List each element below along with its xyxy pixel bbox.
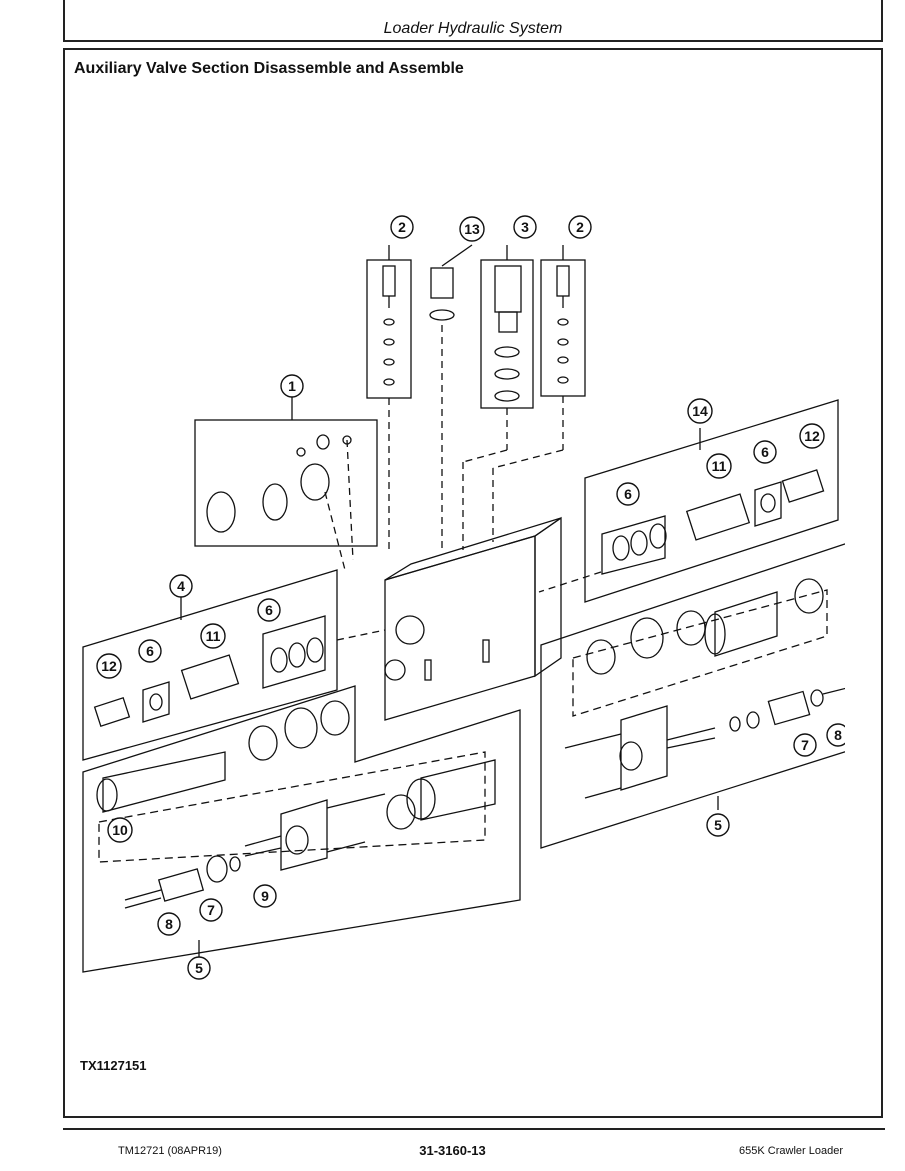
svg-text:11: 11 (712, 458, 727, 474)
part-box-5-right (540, 543, 845, 849)
svg-text:12: 12 (101, 658, 117, 674)
callout-6-left-box: 6 (257, 598, 281, 622)
svg-text:6: 6 (265, 602, 273, 618)
svg-text:14: 14 (692, 403, 708, 419)
svg-text:8: 8 (165, 916, 173, 932)
callout-11-right: 11 (706, 453, 732, 479)
svg-text:3: 3 (521, 219, 529, 235)
footer-product: 655K Crawler Loader (739, 1145, 843, 1157)
svg-text:8: 8 (834, 727, 842, 743)
callout-6-left: 6 (138, 639, 162, 663)
part-box-4 (82, 569, 338, 761)
figure-id: TX1127151 (80, 1058, 147, 1073)
callout-10: 10 (107, 817, 133, 843)
svg-text:7: 7 (801, 737, 809, 753)
footer-doc-code: TM12721 (08APR19) (118, 1145, 222, 1157)
svg-text:2: 2 (576, 219, 584, 235)
callout-7-right: 7 (793, 733, 817, 757)
running-head: Loader Hydraulic System (383, 20, 563, 37)
callout-7-left: 7 (199, 898, 223, 922)
part-box-1 (194, 419, 378, 547)
svg-text:13: 13 (464, 221, 480, 237)
svg-text:2: 2 (398, 219, 406, 235)
svg-text:10: 10 (112, 822, 128, 838)
part-box-5-left (82, 685, 521, 973)
footer-rule (63, 1128, 885, 1130)
callout-5-left: 5 (187, 956, 211, 980)
callout-2-right: 2 (568, 215, 592, 239)
svg-text:9: 9 (261, 888, 269, 904)
valve-body (384, 535, 536, 721)
part-box-2-left (366, 259, 412, 399)
part-box-2-right (540, 259, 586, 397)
svg-text:5: 5 (714, 817, 722, 833)
svg-text:6: 6 (624, 486, 632, 502)
callout-12-right: 12 (799, 423, 825, 449)
callout-8-right: 8 (826, 723, 845, 747)
callout-9: 9 (253, 884, 277, 908)
callout-6-right-left: 6 (616, 482, 640, 506)
svg-text:7: 7 (207, 902, 215, 918)
callout-6-right-top: 6 (753, 440, 777, 464)
callout-1: 1 (280, 374, 304, 398)
callout-14: 14 (687, 398, 713, 424)
footer-page-number: 31-3160-13 (419, 1143, 486, 1158)
callout-8-left: 8 (157, 912, 181, 936)
part-box-14 (584, 399, 839, 603)
content-frame (63, 48, 883, 1118)
callout-4: 4 (169, 574, 193, 598)
callout-11-left: 11 (200, 623, 226, 649)
callout-3: 3 (513, 215, 537, 239)
callout-2-left: 2 (390, 215, 414, 239)
part-box-3 (480, 259, 534, 409)
callout-12-left: 12 (96, 653, 122, 679)
svg-text:5: 5 (195, 960, 203, 976)
callout-13: 13 (459, 216, 485, 242)
svg-text:6: 6 (146, 643, 154, 659)
callout-5-right: 5 (706, 813, 730, 837)
section-title: Auxiliary Valve Section Disassemble and … (74, 60, 464, 77)
svg-text:4: 4 (177, 578, 185, 594)
svg-text:1: 1 (288, 378, 296, 394)
exploded-view-illustration: 2 13 3 2 1 14 12 11 6 6 4 6 11 12 6 10 7… (82, 215, 845, 980)
top-frame (63, 0, 883, 42)
svg-text:11: 11 (206, 628, 221, 644)
svg-text:6: 6 (761, 444, 769, 460)
svg-text:12: 12 (804, 428, 820, 444)
